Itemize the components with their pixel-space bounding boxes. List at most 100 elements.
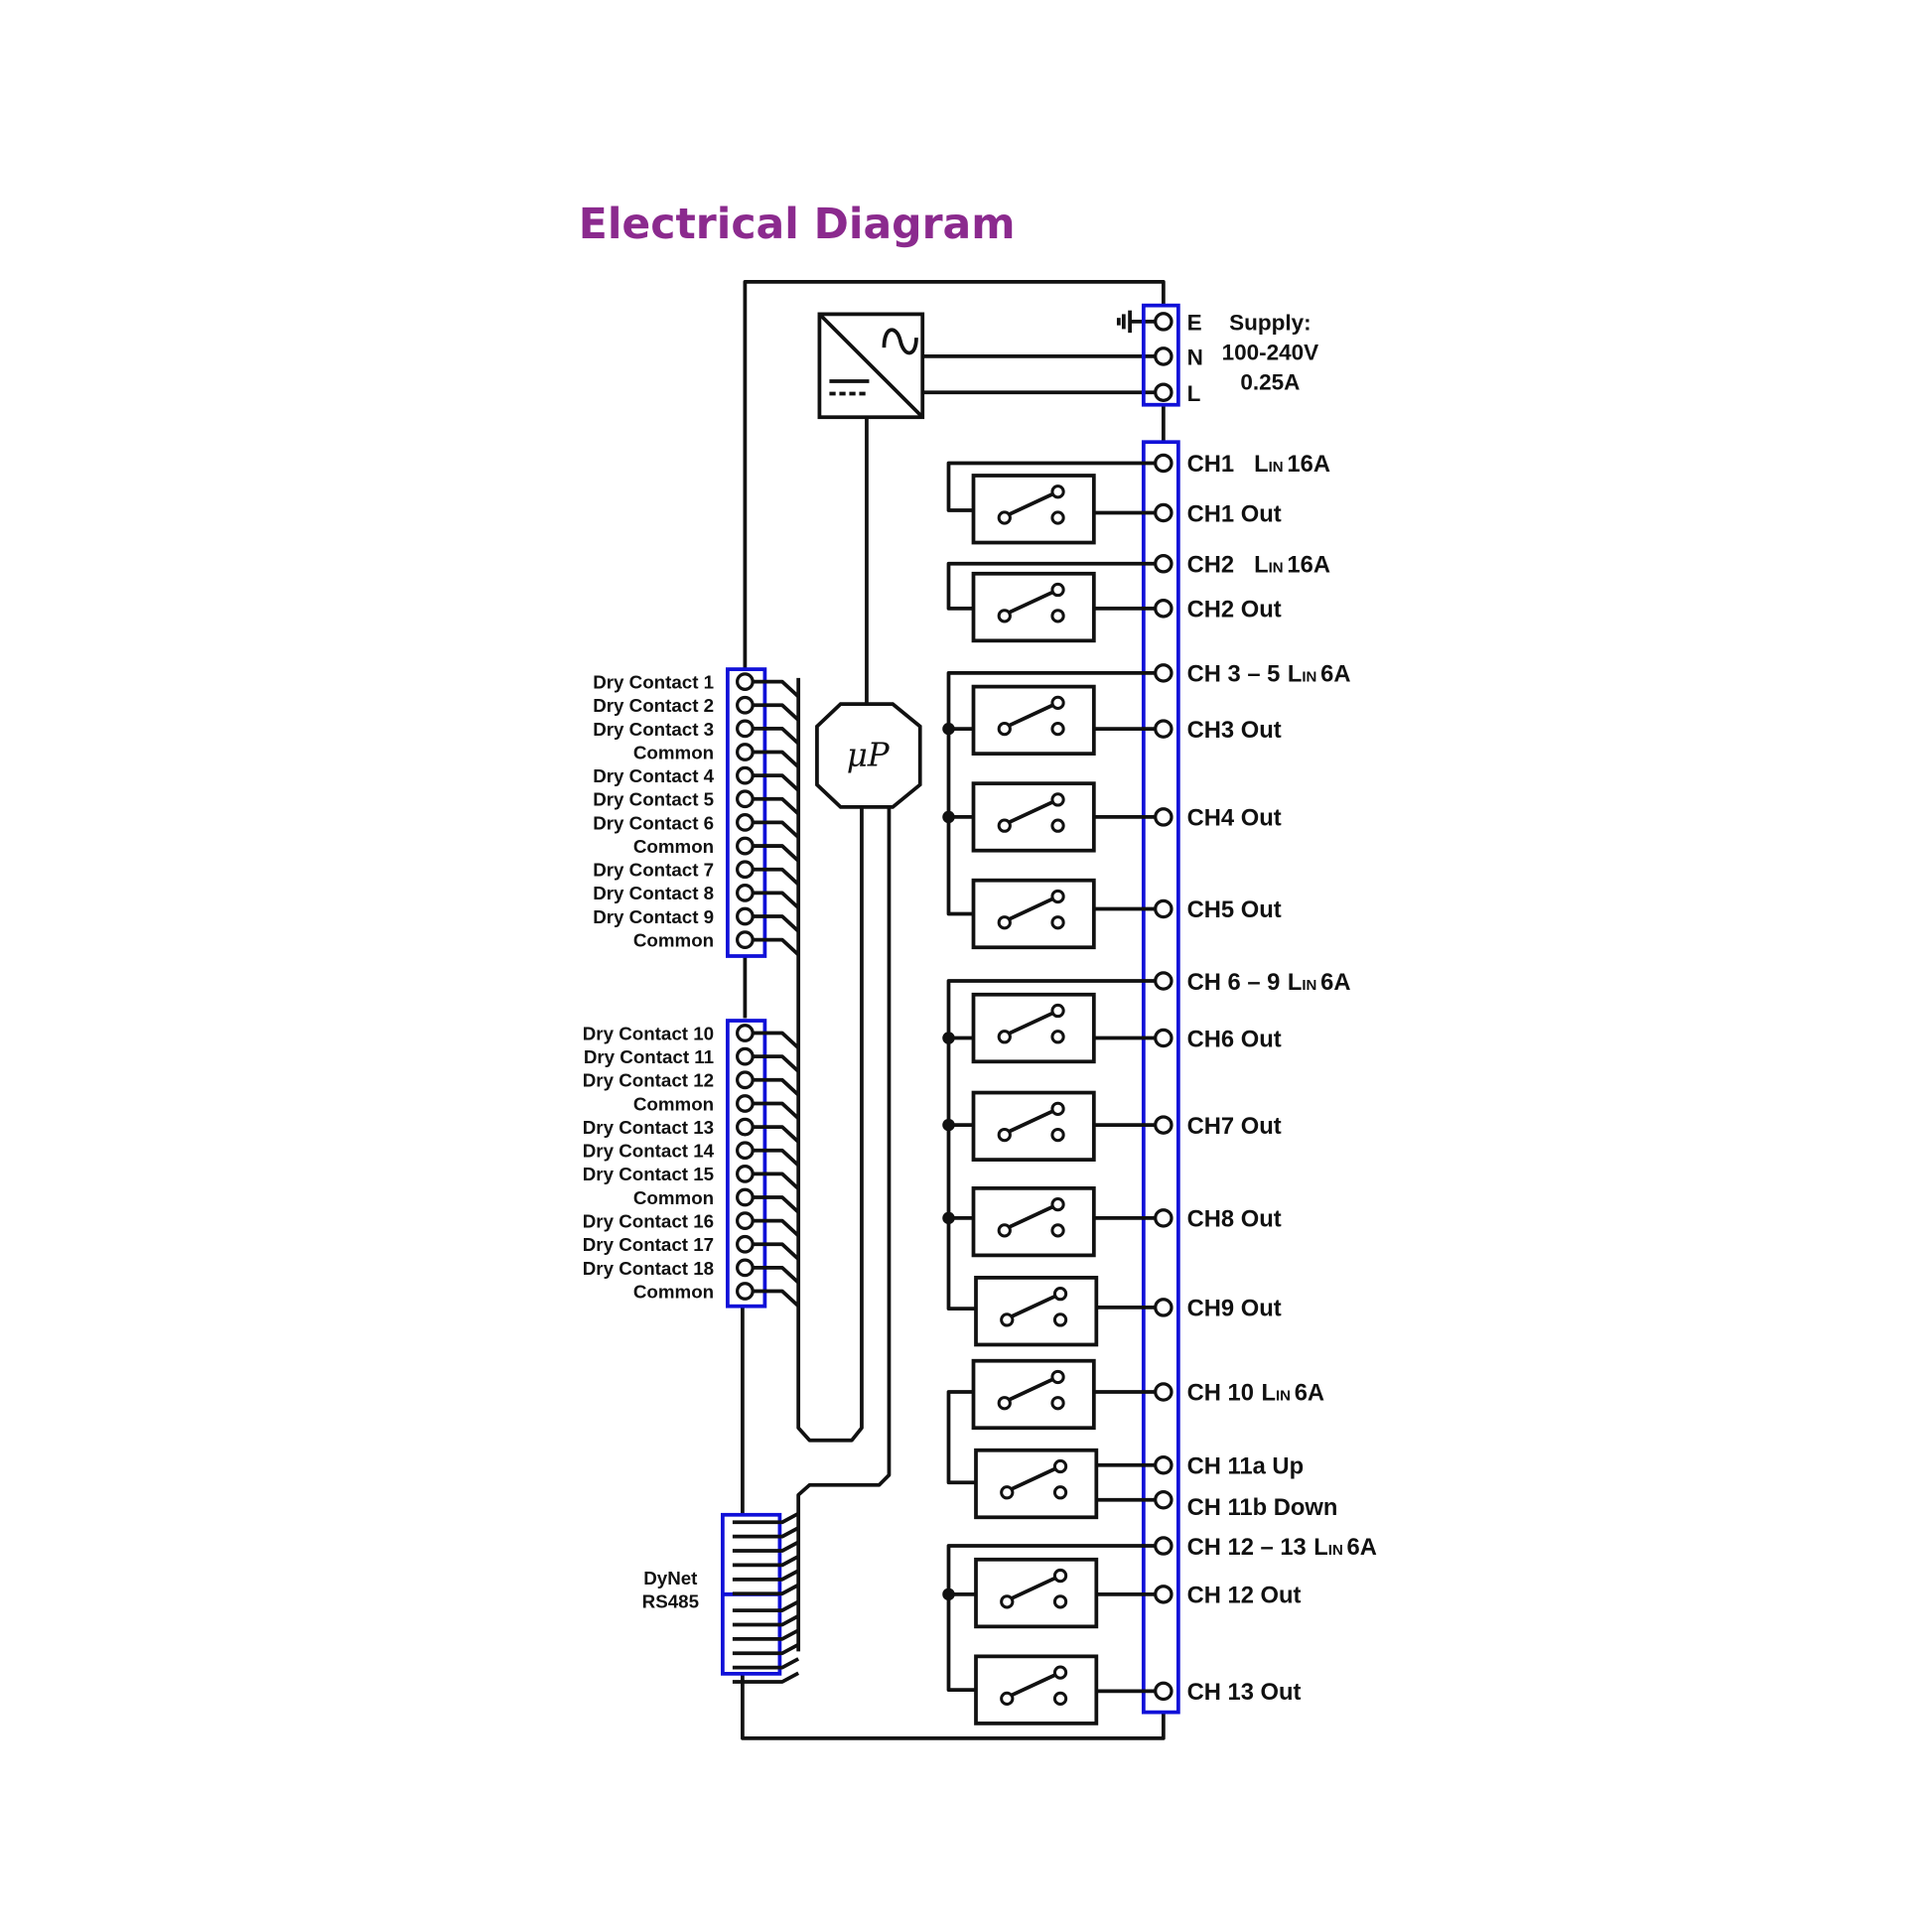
junction-dot	[942, 1032, 955, 1044]
supply-terminal-l	[1154, 382, 1173, 402]
dynet-pin	[732, 1526, 800, 1539]
relay-ch10	[971, 1358, 1096, 1431]
supply-terminal-block	[1141, 303, 1180, 407]
dry-contact-terminal: Common	[633, 929, 800, 956]
dry-contact-label: Dry Contact 3	[593, 719, 714, 740]
wire	[946, 1390, 977, 1485]
channel-label: CH4 Out	[1187, 805, 1282, 832]
relay-ch7	[971, 1090, 1096, 1162]
dry-contact-label: Dry Contact 9	[593, 906, 714, 927]
channel-label: CH2 Out	[1187, 597, 1282, 623]
channel-terminal: CH 12 Out	[1154, 1583, 1302, 1609]
channel-terminal: CH1 Out	[1154, 500, 1282, 527]
dry-contact-label: Dry Contact 11	[584, 1046, 714, 1067]
junction-dot	[942, 810, 955, 824]
dry-contact-terminal: Common	[633, 742, 800, 768]
relay-ch3	[971, 684, 1096, 757]
dry-contact-label: Dry Contact 8	[593, 883, 714, 903]
dry-contact-label: Common	[633, 1187, 714, 1208]
dry-contact-terminal: Dry Contact 4	[593, 765, 800, 792]
dry-contact-label: Dry Contact 18	[583, 1258, 714, 1279]
relay-ch4	[971, 781, 1096, 853]
supply-rating-label: Supply:	[1229, 311, 1311, 336]
relay-ch13	[974, 1654, 1099, 1725]
dry-contact-label: Dry Contact 10	[583, 1023, 714, 1043]
junction-dot	[942, 1587, 955, 1601]
wire	[946, 670, 1156, 916]
dry-contact-terminal: Dry Contact 12	[583, 1070, 800, 1097]
channel-label: CH 11b Down	[1187, 1494, 1338, 1521]
relay-ch5	[971, 878, 1096, 950]
dynet-pin	[732, 1555, 800, 1568]
supply-rating-label: 0.25A	[1240, 370, 1300, 395]
dynet-pin	[732, 1628, 800, 1641]
dynet-pin	[732, 1657, 800, 1670]
dynet-pin	[732, 1540, 800, 1553]
supply-terminal-label: L	[1187, 381, 1201, 406]
dry-contact-label: Dry Contact 16	[583, 1211, 714, 1232]
channel-label: CH5 Out	[1187, 897, 1282, 923]
dry-contact-label: Dry Contact 6	[593, 812, 714, 833]
dynet-pin	[732, 1599, 800, 1612]
dynet-label: RS485	[642, 1591, 699, 1612]
junction-dot	[942, 1211, 955, 1225]
enclosure-outline	[741, 280, 1166, 1740]
dry-contact-label: Dry Contact 2	[593, 695, 714, 716]
dry-contact-label: Dry Contact 5	[593, 789, 714, 810]
channel-terminal: CH4 Out	[1154, 805, 1282, 832]
dry-contact-terminal: Dry Contact 1	[593, 671, 800, 698]
dry-contact-block-1	[726, 667, 767, 958]
junction-dot	[942, 722, 955, 736]
channel-terminal: CH 11a Up	[1154, 1453, 1304, 1480]
wire	[946, 461, 1156, 512]
supply-terminal-e	[1154, 312, 1173, 332]
supply-terminal-label: N	[1187, 345, 1203, 370]
processor-bus-dry-contacts	[796, 677, 864, 1443]
channel-terminal: CH 13 Out	[1154, 1679, 1302, 1706]
dynet-label: DyNet	[643, 1568, 698, 1588]
dry-contact-label: Common	[633, 1281, 714, 1302]
channel-terminal: CH9 Out	[1154, 1296, 1282, 1322]
wire	[946, 561, 1156, 611]
relay-ch6	[971, 992, 1096, 1064]
dry-contact-terminal: Dry Contact 15	[583, 1164, 800, 1190]
dry-contact-terminal: Dry Contact 2	[593, 695, 800, 722]
dry-contact-block-2	[726, 1019, 767, 1309]
dry-contact-label: Common	[633, 836, 714, 857]
wire	[946, 979, 1156, 1311]
dry-contact-terminal: Dry Contact 9	[593, 906, 800, 933]
dry-contact-terminal: Dry Contact 16	[583, 1211, 800, 1238]
dry-contact-label: Dry Contact 4	[593, 765, 714, 786]
diagram-title: Electrical Diagram	[579, 201, 1016, 249]
supply-rating-label: 100-240V	[1222, 341, 1319, 365]
channel-label: CH 12 Out	[1187, 1583, 1302, 1609]
channel-terminal: CH3 Out	[1154, 717, 1282, 744]
relay-ch12	[974, 1557, 1099, 1629]
dry-contact-label: Common	[633, 742, 714, 762]
dry-contact-terminal: Dry Contact 18	[583, 1258, 800, 1285]
ac-dc-converter-icon	[817, 312, 925, 420]
dry-contact-terminal: Dry Contact 10	[583, 1023, 800, 1049]
processor-label: μP	[847, 737, 891, 774]
channel-terminal: CH7 Out	[1154, 1113, 1282, 1140]
channel-terminal: CH5 Out	[1154, 897, 1282, 923]
dynet-pin	[732, 1583, 800, 1596]
channel-terminal: CH 11b Down	[1154, 1490, 1338, 1521]
dry-contact-label: Dry Contact 15	[583, 1164, 714, 1184]
dry-contact-terminal: Dry Contact 14	[583, 1141, 800, 1168]
dry-contact-terminal: Common	[633, 1187, 800, 1214]
dry-contact-terminal: Dry Contact 3	[593, 719, 800, 746]
dry-contact-terminal: Common	[633, 1093, 800, 1120]
channel-terminal: CH8 Out	[1154, 1206, 1282, 1233]
earth-ground-icon	[1116, 310, 1156, 334]
channel-label: CH9 Out	[1187, 1296, 1282, 1322]
dynet-pin	[732, 1614, 800, 1627]
relay-ch2	[971, 571, 1096, 643]
dry-contact-label: Dry Contact 7	[593, 860, 714, 881]
dry-contact-label: Dry Contact 12	[583, 1070, 714, 1091]
